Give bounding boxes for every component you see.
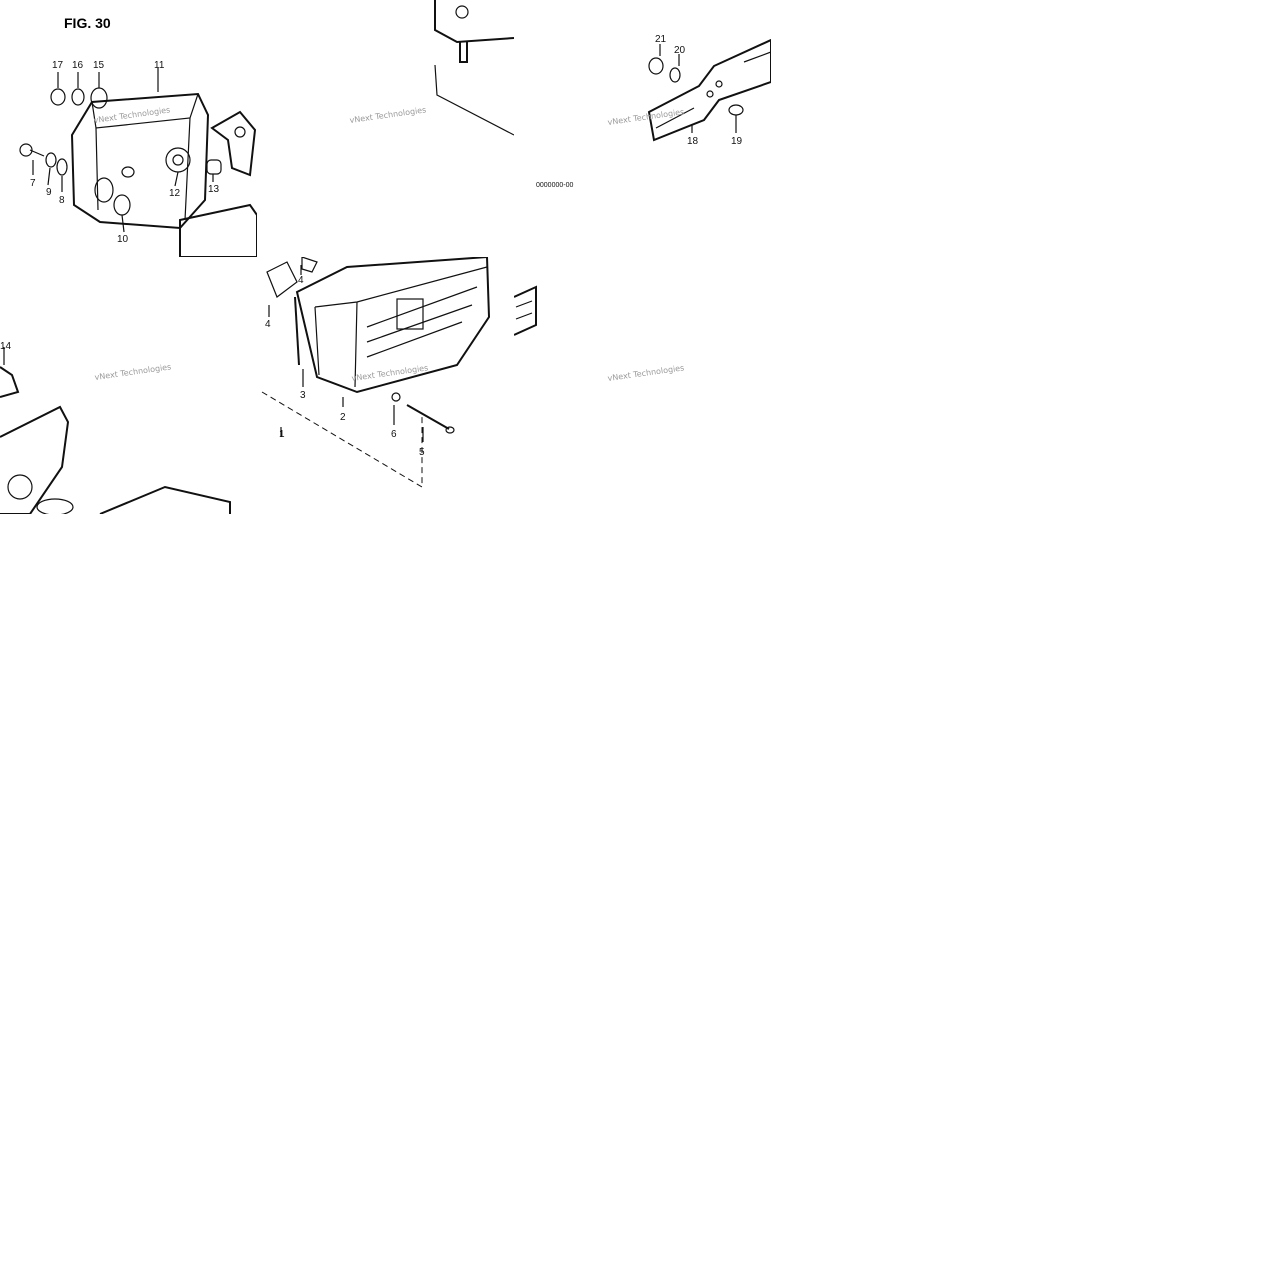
screw-19: [728, 104, 744, 116]
part-label-1: 1: [279, 429, 285, 440]
leader-lines: [268, 265, 424, 442]
part-label-9: 9: [46, 187, 52, 198]
watermark: vNext Technologies: [607, 363, 685, 383]
grommet: [206, 159, 222, 175]
assembly-dashed-line: [261, 391, 423, 488]
part-label-4-upper: 4: [298, 275, 304, 286]
washer-15: [90, 87, 108, 109]
bolt-shank: [29, 149, 45, 157]
plate-fragment: [514, 285, 537, 336]
bracket-hole-a: [706, 90, 714, 98]
bracket-partial: [0, 366, 20, 398]
watermark: vNext Technologies: [349, 105, 427, 125]
leader-lines: [659, 44, 737, 133]
part-label-15: 15: [93, 60, 105, 71]
housing-top-edge: [91, 93, 199, 129]
part-label-20: 20: [674, 45, 686, 56]
leader-lines: [32, 68, 214, 233]
drawing-code: 0000000-00: [536, 182, 573, 189]
diagram-tile-wire: vNext Technologies: [257, 0, 514, 257]
diagram-tile-mount: 14 vNext Technologies: [0, 257, 257, 514]
collar: [113, 194, 131, 216]
part-label-4: 4: [265, 319, 271, 330]
mounting-bracket: [210, 110, 257, 177]
housing-partial: [434, 0, 514, 44]
reflector-partial: [266, 261, 298, 298]
plate-drawing: vNext Technologies: [514, 285, 685, 383]
part-label-16: 16: [72, 60, 84, 71]
figure-title: FIG. 30: [64, 15, 111, 31]
bulb-partial: [36, 498, 74, 514]
part-label-6: 6: [391, 429, 397, 440]
wire-lead: [459, 42, 468, 63]
part-label-21: 21: [655, 34, 667, 45]
lens-ribs: [366, 286, 478, 358]
diagram-tile-lens: 4 4 3 2 6 5 1 vNext Technologies: [257, 257, 514, 514]
nut-21: [648, 57, 664, 75]
footer-drawing: 0000000-00: [536, 182, 573, 189]
lens-frame: [179, 203, 257, 257]
housing-partial: [0, 405, 70, 514]
part-label-10: 10: [117, 234, 129, 245]
watermark: vNext Technologies: [607, 107, 685, 127]
watermark: vNext Technologies: [94, 362, 172, 382]
bulb-socket-core: [172, 154, 184, 166]
lens-partial: [99, 485, 231, 514]
diagram-tile-bracket: 21 20 18 19 vNext Technologies: [514, 0, 771, 257]
washer-20: [669, 67, 681, 83]
lens-window: [396, 298, 424, 330]
washer-16: [71, 88, 85, 106]
housing-drawing: FIG. 30 17 16 15 11 7 9 8 12: [19, 15, 257, 257]
nut-17: [50, 88, 66, 106]
lens-body: [295, 257, 491, 394]
part-label-3: 3: [300, 390, 306, 401]
part-label-17: 17: [52, 60, 64, 71]
washer-8: [56, 158, 68, 176]
part-label-7: 7: [30, 178, 36, 189]
tail-lamp-housing: [70, 92, 210, 230]
mount-drawing: 14 vNext Technologies: [0, 341, 231, 514]
watermark: vNext Technologies: [93, 105, 171, 125]
bracket-slots: [655, 51, 771, 129]
reflector-top: [301, 257, 318, 273]
socket-partial: [7, 474, 33, 500]
housing-inner-edge: [95, 117, 191, 221]
wire-drawing: vNext Technologies: [349, 0, 514, 136]
housing-partial-hole: [455, 5, 469, 19]
screw-5: [406, 404, 450, 430]
washer-6: [391, 392, 401, 402]
diagram-tile-plate: vNext Technologies: [514, 257, 771, 514]
part-label-18: 18: [687, 136, 699, 147]
lens-edges: [314, 266, 488, 388]
watermark: vNext Technologies: [351, 363, 429, 383]
part-label-13: 13: [208, 184, 220, 195]
part-label-2: 2: [340, 412, 346, 423]
part-label-8: 8: [59, 195, 65, 206]
lens-drawing: 4 4 3 2 6 5 1 vNext Technologies: [261, 257, 491, 488]
housing-hole: [94, 177, 114, 203]
diagram-footer: 0000000-00: [514, 178, 594, 190]
bracket-drawing: 21 20 18 19 vNext Technologies: [607, 34, 771, 147]
plate-slots: [515, 300, 533, 320]
housing-port: [121, 166, 135, 178]
bracket-hole-b: [715, 80, 723, 88]
outline-edge: [434, 64, 514, 136]
part-label-14: 14: [0, 341, 12, 352]
part-label-19: 19: [731, 136, 743, 147]
screw-5-head: [445, 426, 455, 434]
bulb-socket: [165, 147, 191, 173]
washer-9: [45, 152, 57, 168]
plate-bracket: [647, 38, 771, 142]
gasket: [294, 296, 300, 366]
part-label-11: 11: [154, 60, 165, 71]
part-label-5: 5: [419, 447, 425, 458]
bracket-hole: [234, 126, 246, 138]
diagram-tile-housing: FIG. 30 17 16 15 11 7 9 8 12: [0, 0, 257, 257]
bolt-head: [19, 143, 33, 157]
part-label-12: 12: [169, 188, 181, 199]
